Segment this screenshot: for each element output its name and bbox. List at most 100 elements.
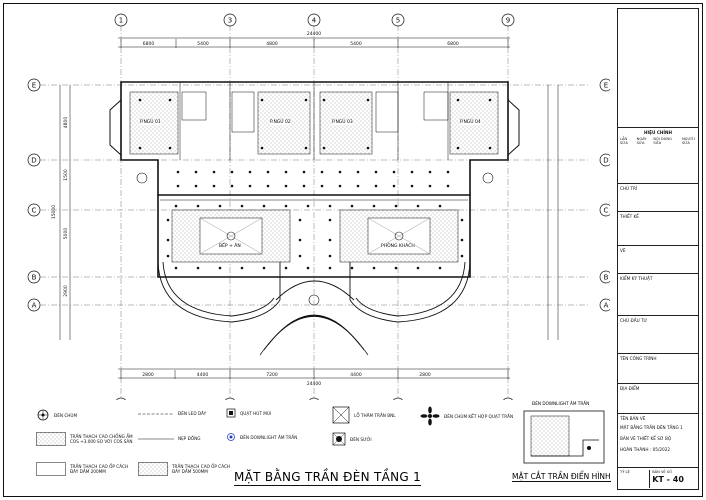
legend-label: TRẦN THẠCH CAO ỐP CÁCH ĐÁY DẦM 500MM <box>172 464 231 474</box>
downlight-mark <box>374 184 378 188</box>
svg-text:5: 5 <box>396 17 400 25</box>
downlight-mark <box>248 184 252 188</box>
downlight-mark <box>460 238 464 242</box>
tb-sheet-label: BẢN VẼ SỐ <box>652 470 672 474</box>
downlight-mark <box>298 254 302 258</box>
downlight-mark <box>174 266 178 270</box>
legend-label: NẸP ĐỒNG <box>178 436 201 441</box>
downlight-mark <box>320 184 324 188</box>
downlight-mark <box>284 170 288 174</box>
left-dimension-chain <box>59 85 559 340</box>
room-label-kitchen: BẾP + ĂN <box>219 244 241 249</box>
downlight-mark <box>230 170 234 174</box>
dimension-label: 5000 <box>63 228 69 240</box>
legend-item: NẸP ĐỒNG <box>138 436 201 441</box>
moisture-ceiling-icon <box>36 432 66 446</box>
downlight-mark <box>174 204 178 208</box>
room-label-bedroom-3: P.NGỦ 03 <box>332 120 353 125</box>
downlight-mark <box>262 204 266 208</box>
downlight-mark <box>166 218 170 222</box>
legend-item: QUẠT HÚT MÙI <box>226 408 271 418</box>
downlight-mark <box>438 204 442 208</box>
downlight-mark <box>456 146 460 150</box>
heater-icon <box>332 432 346 446</box>
grid-bubble-col: 5 <box>393 397 403 400</box>
revision-header: HIỆU CHỈNH <box>644 130 672 135</box>
downlight-mark <box>298 218 302 222</box>
grid-bubble-col: 4 <box>309 397 319 400</box>
room-label-bedroom-1: P.NGỦ 01 <box>140 120 161 125</box>
cornice-icon <box>138 438 174 439</box>
downlight-mark <box>328 266 332 270</box>
tb-field-label: CHỦ TRÌ <box>620 186 638 191</box>
downlight-mark <box>306 266 310 270</box>
legend-item: ĐÈN LED DÂY <box>138 411 206 416</box>
downlight-mark <box>266 184 270 188</box>
downlight-mark <box>166 238 170 242</box>
downlight-mark <box>394 204 398 208</box>
downlight-mark <box>328 238 332 242</box>
downlight-mark <box>248 170 252 174</box>
downlight-mark <box>356 170 360 174</box>
downlight-mark <box>138 146 142 150</box>
downlight-mark <box>372 266 376 270</box>
downlight-mark <box>320 170 324 174</box>
legend-item: ĐÈN CHÙM <box>36 408 77 422</box>
grid-bubble-row: B <box>599 270 610 284</box>
downlight-mark <box>394 266 398 270</box>
downlight-mark <box>438 266 442 270</box>
tb-stage-value: BẢN VẼ THIẾT KẾ SƠ BỘ <box>620 436 672 441</box>
grid-bubble-col: 1 <box>116 397 126 400</box>
grid-bubble-row: D <box>599 153 610 167</box>
downlight-mark <box>428 184 432 188</box>
downlight-mark <box>260 146 264 150</box>
downlight-mark <box>168 146 172 150</box>
svg-text:C: C <box>604 207 609 215</box>
downlight-mark <box>392 170 396 174</box>
left-total-dim: 15000 <box>51 205 57 219</box>
grid-bubble-col: 3 <box>223 13 237 27</box>
downlight-mark <box>240 266 244 270</box>
downlight-mark <box>428 170 432 174</box>
tb-field-label: ĐỊA ĐIỂM <box>620 386 640 391</box>
downlight-icon <box>227 433 235 441</box>
section-detail <box>523 410 605 464</box>
grid-bubble-row: A <box>27 298 41 312</box>
downlight-mark <box>416 204 420 208</box>
sheet-border <box>3 3 703 497</box>
dimension-label: 1500 <box>63 169 69 181</box>
downlight-mark <box>488 146 492 150</box>
downlight-mark <box>488 98 492 102</box>
downlight-mark <box>284 266 288 270</box>
revision-col: NGÀY SỬA <box>636 137 647 145</box>
tb-field-label: TÊN BẢN VẼ <box>620 416 646 421</box>
downlight-mark <box>138 98 142 102</box>
grid-bubble-row: E <box>599 78 610 92</box>
downlight-mark <box>260 98 264 102</box>
downlight-group <box>138 98 492 270</box>
dimension-label: 2800 <box>142 372 154 378</box>
title-block: HIỆU CHỈNH LẦN SỬA NGÀY SỬA NỘI DUNG SỬA… <box>617 8 699 490</box>
bay-windows <box>109 99 520 156</box>
downlight-mark <box>196 204 200 208</box>
grid-bubble-col: 9 <box>501 13 515 27</box>
detail-caption: ĐÈN DOWNLIGHT ÂM TRẦN <box>532 401 590 406</box>
tb-sheet-row: TỶ LỆ BẢN VẼ SỐ KT - 40 <box>618 467 698 490</box>
tb-field: ĐỊA ĐIỂM <box>618 383 698 413</box>
legend: ĐÈN CHÙM ĐÈN LED DÂY QUẠT HÚT MÙI LỖ THĂ… <box>30 406 513 490</box>
drawing-title: MẶT BẰNG TRẦN ĐÈN TẦNG 1 <box>234 470 422 486</box>
legend-item: LỖ THĂM TRẦN BNL <box>332 406 396 424</box>
curved-porches <box>157 261 471 323</box>
revision-table: HIỆU CHỈNH LẦN SỬA NGÀY SỬA NỘI DUNG SỬA… <box>618 127 698 183</box>
exhaust-fan-icon <box>226 408 236 418</box>
downlight-mark <box>218 204 222 208</box>
tb-completed-value: HOÀN THÀNH : 05/2022 <box>620 447 671 452</box>
dimension-label: 4800 <box>63 117 69 129</box>
legend-item: TRẦN THẠCH CAO ỐP CÁCH ĐÁY DẦM 500MM <box>138 462 238 476</box>
downlight-mark <box>194 184 198 188</box>
tb-field-label: VẼ <box>620 248 626 253</box>
bottom-total-dim: 24400 <box>307 381 321 387</box>
downlight-mark <box>372 204 376 208</box>
downlight-mark <box>328 254 332 258</box>
tb-field-label: KIỂM KỸ THUẬT <box>620 276 653 281</box>
